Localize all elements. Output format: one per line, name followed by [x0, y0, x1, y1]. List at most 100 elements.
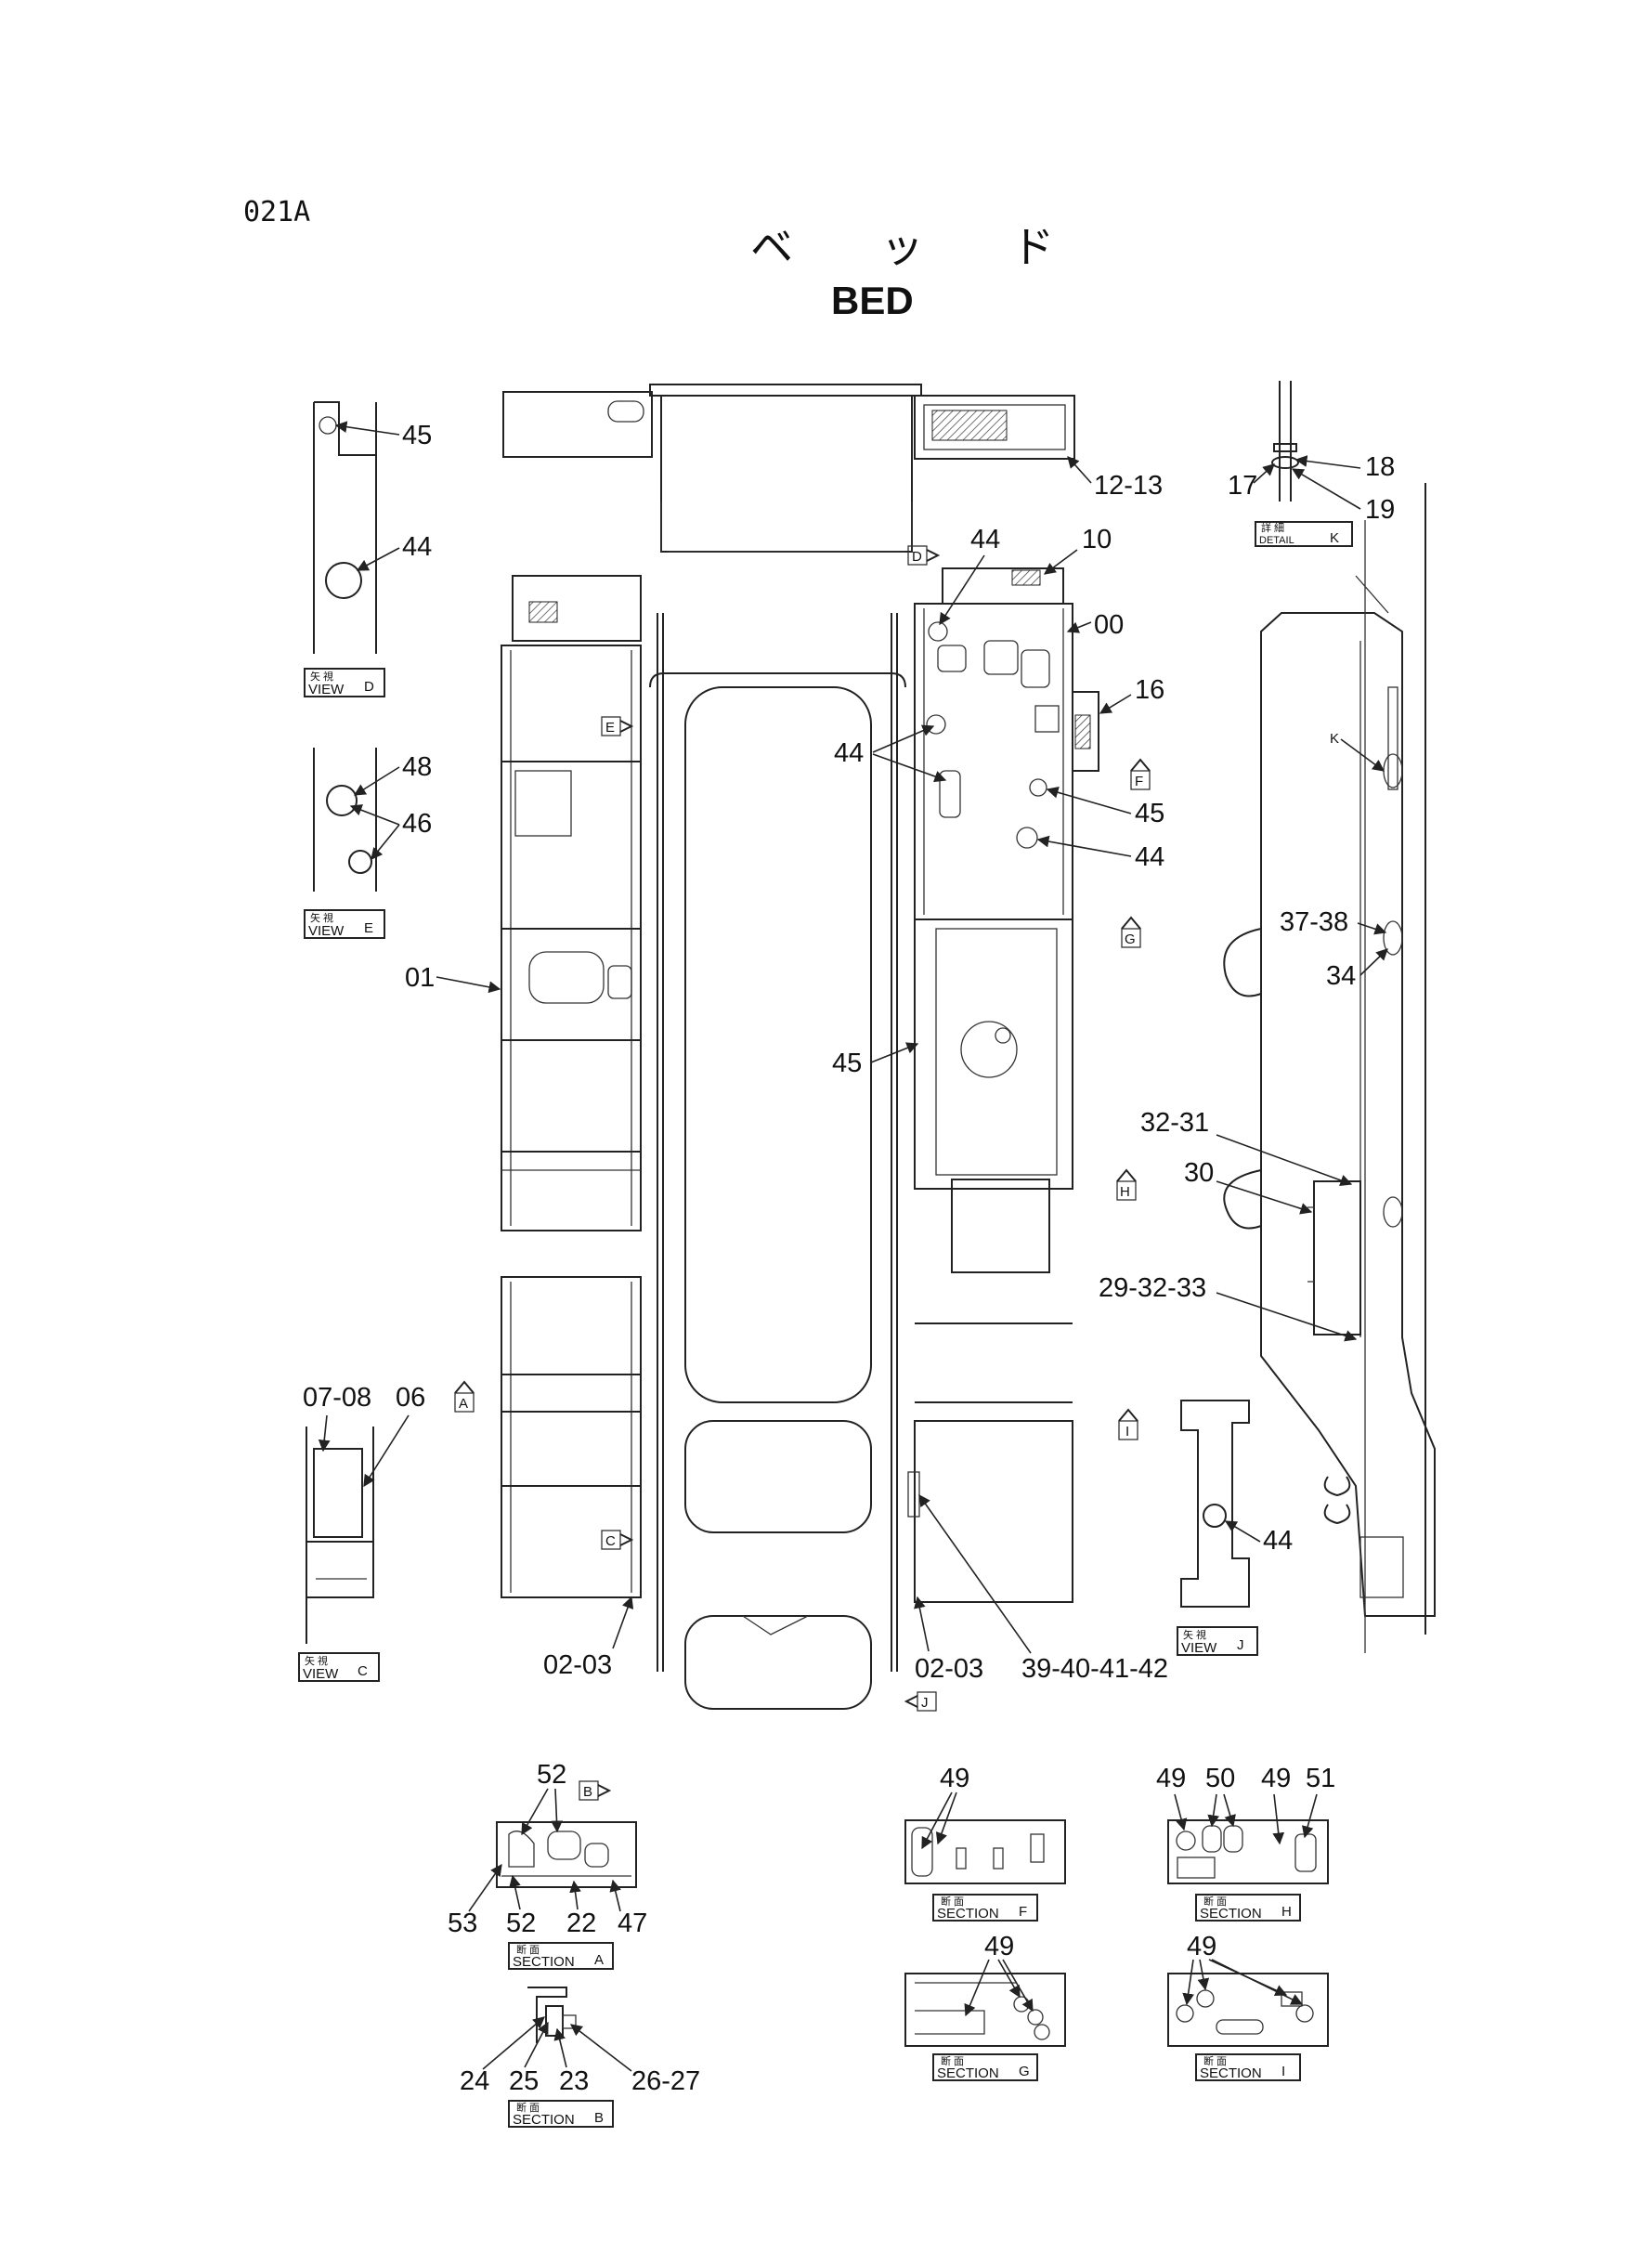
callout-46: 46	[402, 809, 432, 839]
callout-47: 47	[618, 1909, 647, 1938]
section-f-jp: 断 面	[941, 1895, 964, 1908]
right-frame-part-00	[907, 567, 1099, 1603]
side-panel	[1223, 483, 1436, 1653]
detail-k-label: 詳 細 DETAIL K	[1255, 521, 1353, 547]
view-c-letter: C	[358, 1663, 368, 1679]
detail-k: 17 18 19 詳 細 DETAIL K	[1228, 381, 1395, 547]
callout-52-top: 52	[537, 1760, 566, 1790]
callout-45-mid: 45	[1135, 799, 1164, 828]
callout-17: 17	[1228, 471, 1257, 501]
callout-16: 16	[1135, 675, 1164, 705]
callout-51: 51	[1306, 1764, 1335, 1793]
svg-text:E: E	[605, 720, 615, 736]
svg-text:A: A	[459, 1396, 468, 1412]
section-f: 49 断 面 SECTION F	[904, 1764, 1066, 1922]
view-e-jp: 矢 視	[310, 911, 333, 924]
callout-25: 25	[509, 2066, 539, 2096]
section-f-letter: F	[1019, 1904, 1027, 1920]
central-bed-outline	[649, 613, 906, 1710]
section-g-en: SECTION	[937, 2065, 999, 2081]
left-frame-part-01	[501, 575, 642, 1598]
svg-text:I: I	[1125, 1424, 1129, 1440]
callout-48: 48	[402, 752, 432, 782]
title-english: BED	[831, 279, 914, 322]
callout-30: 30	[1184, 1158, 1214, 1188]
sheet-code: 021A	[243, 196, 310, 228]
callout-22: 22	[566, 1909, 596, 1938]
callout-37-38: 37-38	[1280, 907, 1348, 937]
section-a-letter: A	[594, 1952, 604, 1968]
callout-00: 00	[1094, 610, 1124, 640]
callout-45-left: 45	[832, 1049, 862, 1078]
callout-29-32-33: 29-32-33	[1099, 1273, 1206, 1303]
callout-49-h1: 49	[1156, 1764, 1186, 1793]
callout-50: 50	[1205, 1764, 1235, 1793]
callout-53: 53	[448, 1909, 477, 1938]
view-arrow-h: H	[1116, 1168, 1137, 1201]
svg-text:H: H	[1120, 1184, 1130, 1200]
view-arrow-j: J	[904, 1691, 937, 1712]
view-arrow-f: F	[1130, 758, 1151, 790]
callout-44-mid2: 44	[1135, 842, 1164, 872]
view-c-jp: 矢 視	[305, 1654, 328, 1667]
view-arrow-b: B	[579, 1780, 612, 1801]
svg-text:B: B	[583, 1784, 592, 1800]
section-g-letter: G	[1019, 2064, 1030, 2079]
callout-49-f: 49	[940, 1764, 969, 1793]
callout-44-mid: 44	[834, 738, 864, 768]
view-d-letter: D	[364, 679, 374, 695]
view-e-letter: E	[364, 920, 373, 936]
callout-44-view-d: 44	[402, 532, 432, 562]
top-frame	[502, 384, 1075, 553]
view-d: 45 44 矢 視 VIEW D	[304, 401, 432, 697]
callout-12-13: 12-13	[1094, 471, 1163, 501]
section-i-letter: I	[1281, 2064, 1285, 2079]
svg-text:C: C	[605, 1533, 616, 1549]
callout-02-03-right: 02-03	[915, 1654, 983, 1684]
callout-52-bot: 52	[506, 1909, 536, 1938]
callout-23: 23	[559, 2066, 589, 2096]
section-i: 49 断 面 SECTION I	[1167, 1932, 1329, 2081]
callout-19: 19	[1365, 495, 1395, 525]
title-japanese: ベ ッ ド	[750, 222, 1091, 272]
section-b: 24 25 23 26-27 断 面 SECTION B	[460, 1987, 700, 2128]
callout-07-08: 07-08	[303, 1383, 371, 1413]
section-a: 52 53 52 22 47 断 面 SECTION A	[448, 1760, 647, 1970]
section-g: 49 断 面 SECTION G	[904, 1932, 1066, 2081]
section-a-jp: 断 面	[516, 1943, 540, 1956]
detail-k-letter: K	[1330, 530, 1339, 546]
svg-text:G: G	[1125, 932, 1136, 947]
callout-49-g: 49	[984, 1932, 1014, 1961]
callout-32-31: 32-31	[1140, 1108, 1209, 1138]
view-arrow-g: G	[1121, 916, 1141, 948]
main-callouts: 12-13 44 10 00 16 44 45 44 01 45 K 37-38…	[405, 456, 1388, 1684]
view-j-jp: 矢 視	[1183, 1628, 1206, 1641]
section-h-jp: 断 面	[1203, 1895, 1227, 1908]
callout-44-top: 44	[970, 525, 1000, 554]
section-g-jp: 断 面	[941, 2054, 964, 2067]
callout-49-h2: 49	[1261, 1764, 1291, 1793]
svg-text:D: D	[912, 549, 922, 565]
view-arrow-d: D	[907, 545, 941, 566]
section-h-en: SECTION	[1200, 1906, 1262, 1922]
svg-text:J: J	[921, 1695, 929, 1711]
callout-10: 10	[1082, 525, 1112, 554]
section-b-letter: B	[594, 2110, 604, 2126]
view-j: 44 矢 視 VIEW J	[1177, 1400, 1293, 1656]
callout-45-view-d: 45	[402, 421, 432, 450]
callout-01: 01	[405, 963, 435, 993]
detail-k-jp: 詳 細	[1261, 521, 1284, 534]
callout-49-i: 49	[1187, 1932, 1216, 1961]
callout-18: 18	[1365, 452, 1395, 482]
section-b-en: SECTION	[513, 2112, 575, 2128]
section-i-jp: 断 面	[1203, 2054, 1227, 2067]
section-i-en: SECTION	[1200, 2065, 1262, 2081]
view-arrow-i: I	[1118, 1408, 1138, 1440]
view-arrow-c: C	[601, 1530, 634, 1550]
section-b-jp: 断 面	[516, 2101, 540, 2114]
svg-text:F: F	[1135, 774, 1143, 789]
view-arrow-e: E	[601, 716, 634, 736]
callout-26-27: 26-27	[631, 2066, 700, 2096]
section-h-letter: H	[1281, 1904, 1292, 1920]
view-c: 07-08 06 矢 視 VIEW C	[298, 1383, 425, 1682]
